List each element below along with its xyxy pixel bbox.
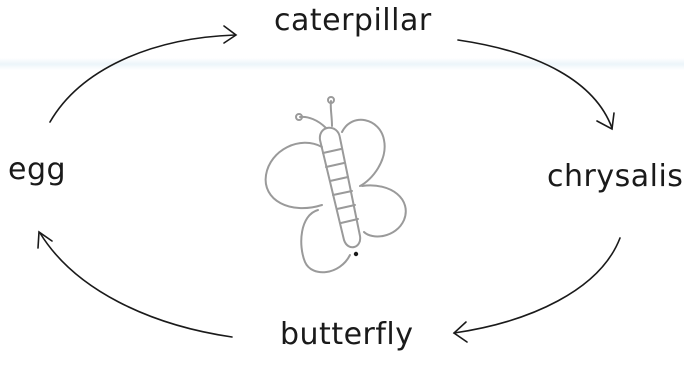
stage-label-chrysalis: chrysalis [547, 162, 683, 192]
arrow-chrysalis-to-butterfly [454, 238, 620, 342]
stage-label-butterfly: butterfly [280, 320, 414, 350]
stage-label-caterpillar: caterpillar [274, 6, 432, 36]
stage-label-egg: egg [8, 155, 66, 185]
arrow-butterfly-to-egg [38, 232, 232, 337]
arrow-caterpillar-to-chrysalis [458, 40, 614, 129]
butterfly-icon [266, 97, 406, 272]
butterfly-icon-dot [354, 252, 358, 256]
arrow-egg-to-caterpillar [50, 26, 236, 122]
